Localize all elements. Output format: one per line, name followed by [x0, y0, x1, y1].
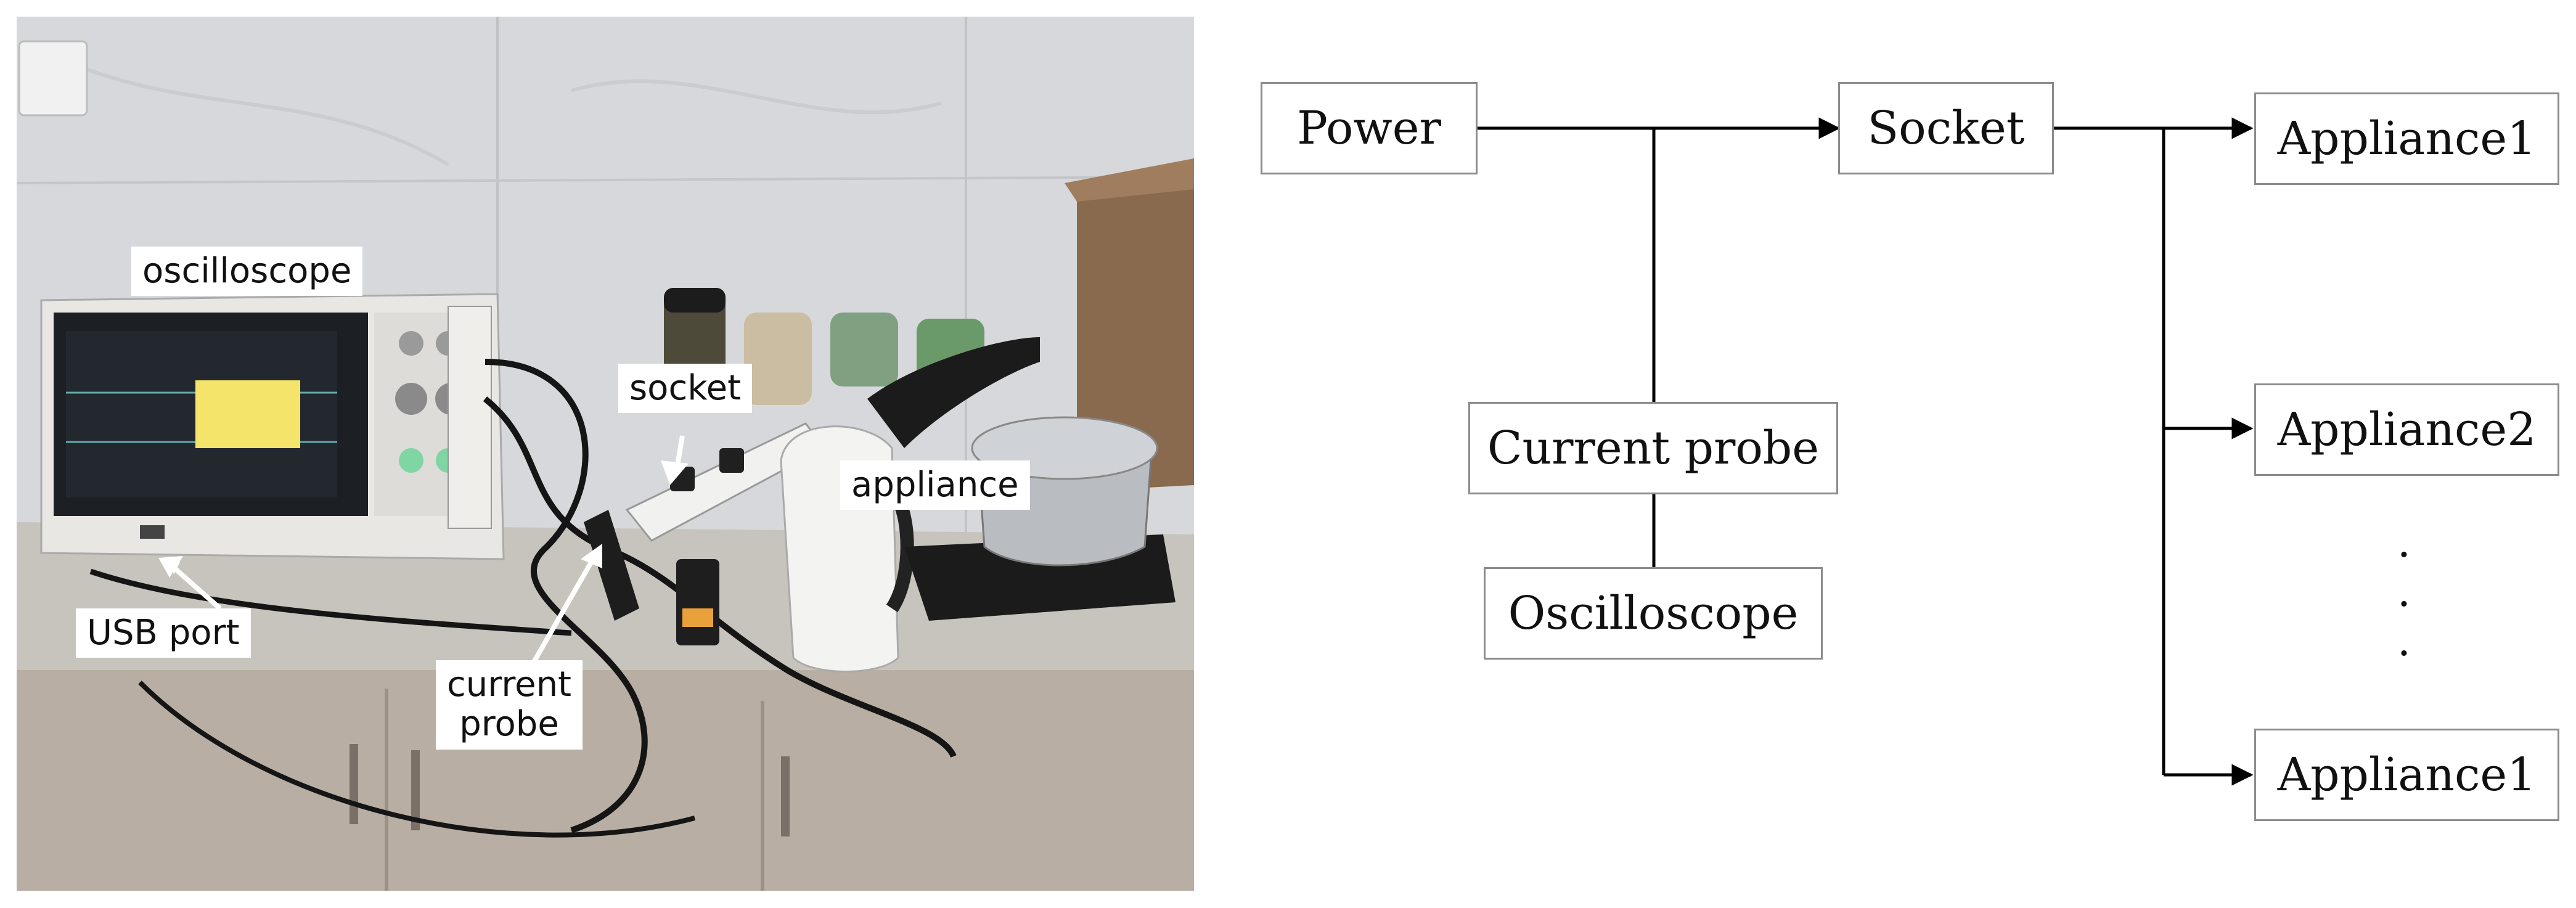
usb-port-label: USB port	[76, 608, 251, 658]
setup-scene	[17, 17, 1194, 891]
current-probe-node: Current probe	[1468, 402, 1838, 494]
oscilloscope-node: Oscilloscope	[1484, 567, 1823, 660]
appliance-top-node: Appliance1	[2254, 92, 2559, 185]
oscilloscope-label: oscilloscope	[131, 247, 363, 297]
socket-node: Socket	[1838, 82, 2054, 174]
power-node: Power	[1261, 82, 1478, 174]
appliance-bottom-node: Appliance1	[2254, 729, 2559, 821]
current-probe-label: current probe	[436, 660, 583, 750]
appliance-mid-node: Appliance2	[2254, 383, 2559, 476]
setup-photo: oscilloscope socket appliance USB port c…	[17, 17, 1194, 891]
more-appliances-ellipsis: · · ·	[2397, 530, 2411, 679]
appliance-label: appliance	[840, 460, 1030, 510]
socket-label: socket	[618, 364, 753, 414]
